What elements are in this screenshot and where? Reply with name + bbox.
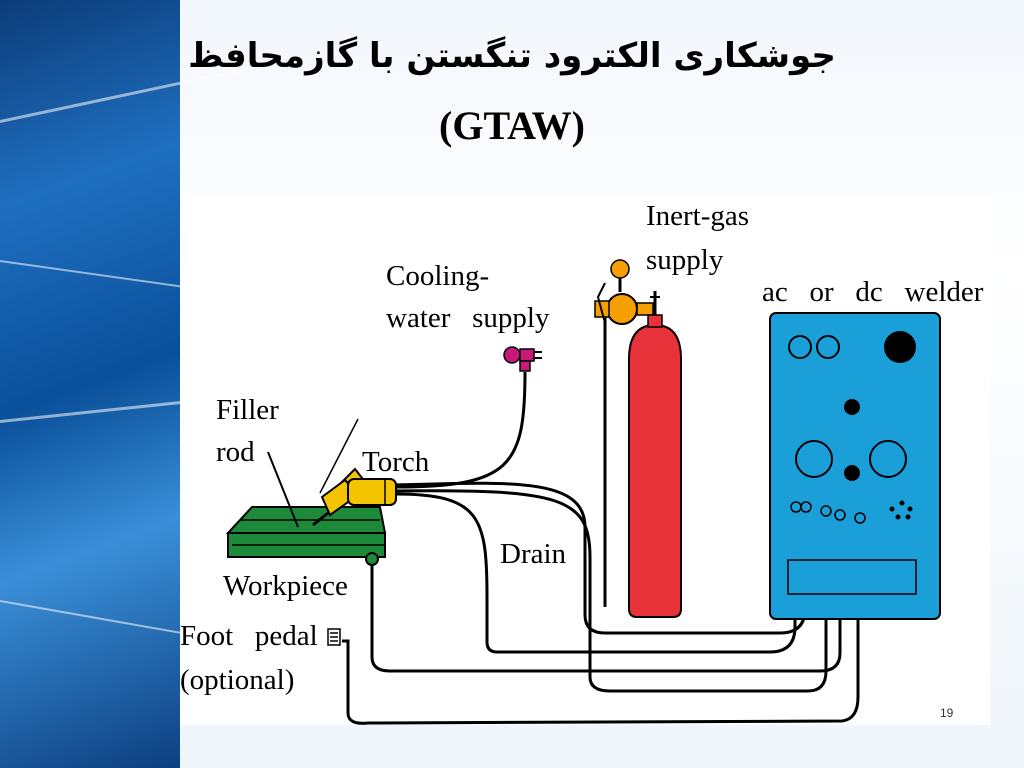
label-drain: Drain <box>500 538 567 570</box>
label-inert-gas-supply: supply <box>646 244 724 276</box>
label-torch: Torch <box>362 446 430 478</box>
page-number: 19 <box>940 706 954 720</box>
diagram-panel: Inert-gas supply ac or dc welder Cooling… <box>180 197 990 725</box>
cooling-water-valve <box>503 346 542 372</box>
filler-rod <box>267 451 299 528</box>
label-cooling: Cooling- <box>386 260 489 292</box>
foot-pedal <box>327 628 341 646</box>
filler-rod-pointer <box>319 418 359 494</box>
label-workpiece: Workpiece <box>223 570 348 602</box>
gas-hose <box>394 481 807 635</box>
label-inert-gas: Inert-gas <box>646 200 749 232</box>
welder-machine <box>769 312 941 620</box>
label-welder: ac or dc welder <box>762 276 984 308</box>
label-foot-pedal: Foot pedal <box>180 620 318 652</box>
cables <box>342 303 860 725</box>
label-filler: Filler <box>216 394 279 426</box>
label-water-supply: water supply <box>386 302 550 334</box>
ground-cable <box>370 517 842 673</box>
drain-hose <box>394 492 797 654</box>
cooling-water-hose <box>394 371 527 489</box>
welding-torch <box>312 467 397 527</box>
workpiece <box>225 506 387 566</box>
slide-title-english: (GTAW) <box>439 103 585 148</box>
label-rod: rod <box>216 436 255 468</box>
decorative-blue-band <box>0 0 180 768</box>
gtaw-diagram: Inert-gas supply ac or dc welder Cooling… <box>180 200 984 725</box>
label-optional: (optional) <box>180 664 294 696</box>
inert-gas-cylinder <box>628 314 682 618</box>
pedal-cable <box>342 517 860 725</box>
slide-title-persian: جوشکاری الکترود تنگستن با گازمحافظ <box>188 36 836 76</box>
power-cable <box>394 489 828 693</box>
